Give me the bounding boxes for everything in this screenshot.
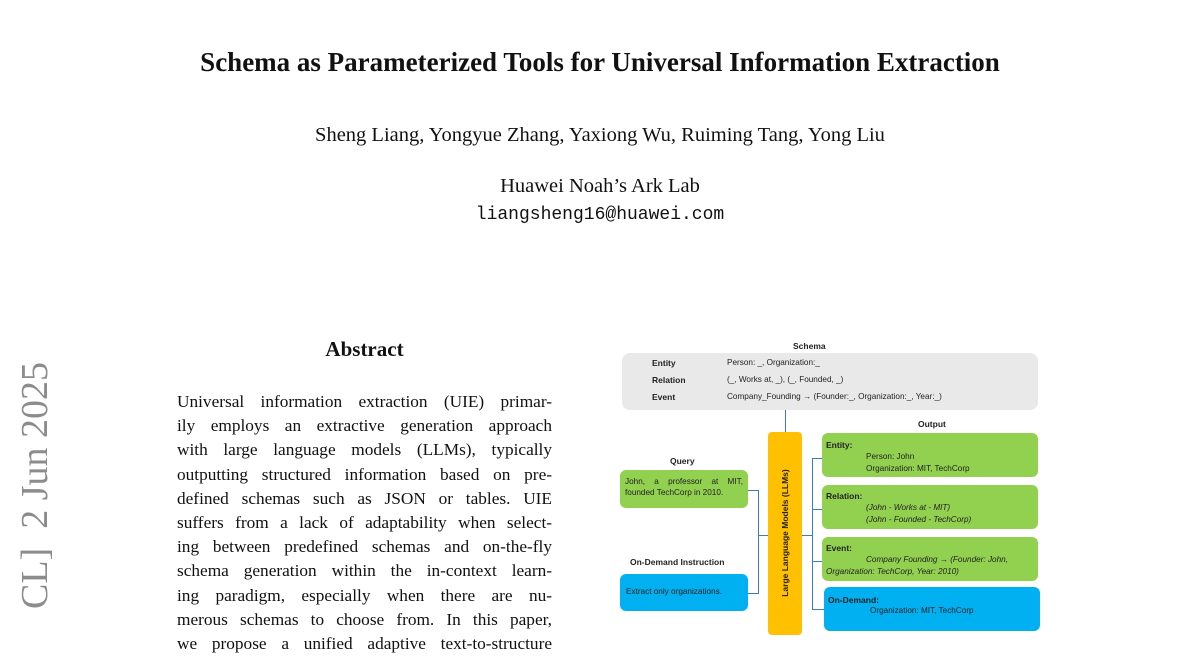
output-title: Entity: [826, 440, 853, 450]
connector [748, 490, 758, 491]
output-relation-box: Relation: (John - Works at - MIT) (John … [822, 485, 1038, 529]
connector [802, 535, 812, 536]
abstract-line: Universal information extraction (UIE) p… [177, 392, 552, 411]
output-line: (John - Works at - MIT) [866, 503, 951, 512]
output-title: Relation: [826, 491, 863, 501]
arxiv-side-stamp: CL] 2 Jun 2025 [14, 362, 56, 609]
arrow-to-on-demand [812, 609, 824, 610]
output-entity-box: Entity: Person: John Organization: MIT, … [822, 433, 1038, 477]
abstract-line: schema generation within the in-context … [177, 561, 552, 581]
author-list: Sheng Liang, Yongyue Zhang, Yaxiong Wu, … [315, 124, 885, 146]
abstract-line: outputting structured information based … [177, 464, 552, 484]
instruction-label: On-Demand Instruction [630, 557, 725, 567]
arrow-to-entity [812, 458, 822, 459]
output-line: (John - Founded - TechCorp) [866, 515, 972, 524]
output-line: Organization: MIT, TechCorp [866, 464, 970, 473]
abstract-body: Universal information extraction (UIE) p… [177, 390, 552, 656]
author-email: liangsheng16@huawei.com [475, 205, 725, 225]
abstract-line: ing between predefined schemas and on-th… [177, 537, 552, 557]
output-title: On-Demand: [828, 595, 879, 605]
output-line: Organization: TechCorp, Year: 2010) [826, 567, 959, 576]
abstract-heading: Abstract [325, 337, 404, 361]
output-line: Company Founding → (Founder: John, [866, 555, 1008, 564]
connector [812, 458, 813, 609]
schema-box: Entity Person: _, Organization:_ Relatio… [622, 353, 1038, 410]
schema-label: Schema [793, 341, 826, 351]
output-line: Organization: MIT, TechCorp [870, 606, 974, 615]
arrow-schema-to-llm [785, 410, 786, 432]
abstract-line: merous schemas to choose from. In this p… [177, 609, 552, 629]
abstract-line: suffers from a lack of adaptability when… [177, 513, 552, 533]
abstract-line: with large language models (LLMs), typic… [177, 440, 552, 460]
query-box: John, a professor at MIT, founded TechCo… [620, 470, 748, 508]
llm-label: Large Language Models (LLMs) [780, 469, 790, 597]
llm-bar: Large Language Models (LLMs) [768, 432, 802, 635]
output-label: Output [918, 419, 946, 429]
affiliation: Huawei Noah’s Ark Lab [500, 175, 700, 197]
arrow-to-llm [758, 535, 768, 536]
arrow-to-event [812, 561, 822, 562]
output-on-demand-box: On-Demand: Organization: MIT, TechCorp [824, 587, 1040, 631]
abstract-line: ing paradigm, especially when there are … [177, 585, 552, 605]
instruction-text: Extract only organizations. [626, 587, 723, 596]
output-event-box: Event: Company Founding → (Founder: John… [822, 537, 1038, 581]
output-title: Event: [826, 543, 852, 553]
paper-title: Schema as Parameterized Tools for Univer… [200, 47, 1000, 77]
arrow-to-relation [812, 509, 822, 510]
schema-key: Event [652, 392, 676, 402]
query-label: Query [670, 456, 695, 466]
connector [748, 593, 758, 594]
output-line: Person: John [866, 452, 915, 461]
instruction-box: Extract only organizations. [620, 574, 748, 611]
connector [758, 490, 759, 594]
abstract-line: defined schemas such as JSON or tables. … [177, 488, 552, 508]
abstract-line: we propose a unified adaptive text-to-st… [177, 634, 552, 654]
schema-key: Relation [652, 375, 686, 385]
schema-key: Entity [652, 358, 676, 368]
schema-value: Company_Founding → (Founder:_, Organizat… [727, 392, 942, 401]
schema-value: Person: _, Organization:_ [727, 358, 820, 367]
schema-value: (_, Works at, _), (_, Founded, _) [727, 375, 844, 384]
abstract-line: ily employs an extractive generation app… [177, 416, 552, 436]
query-text: John, a professor at MIT, founded TechCo… [625, 477, 743, 497]
